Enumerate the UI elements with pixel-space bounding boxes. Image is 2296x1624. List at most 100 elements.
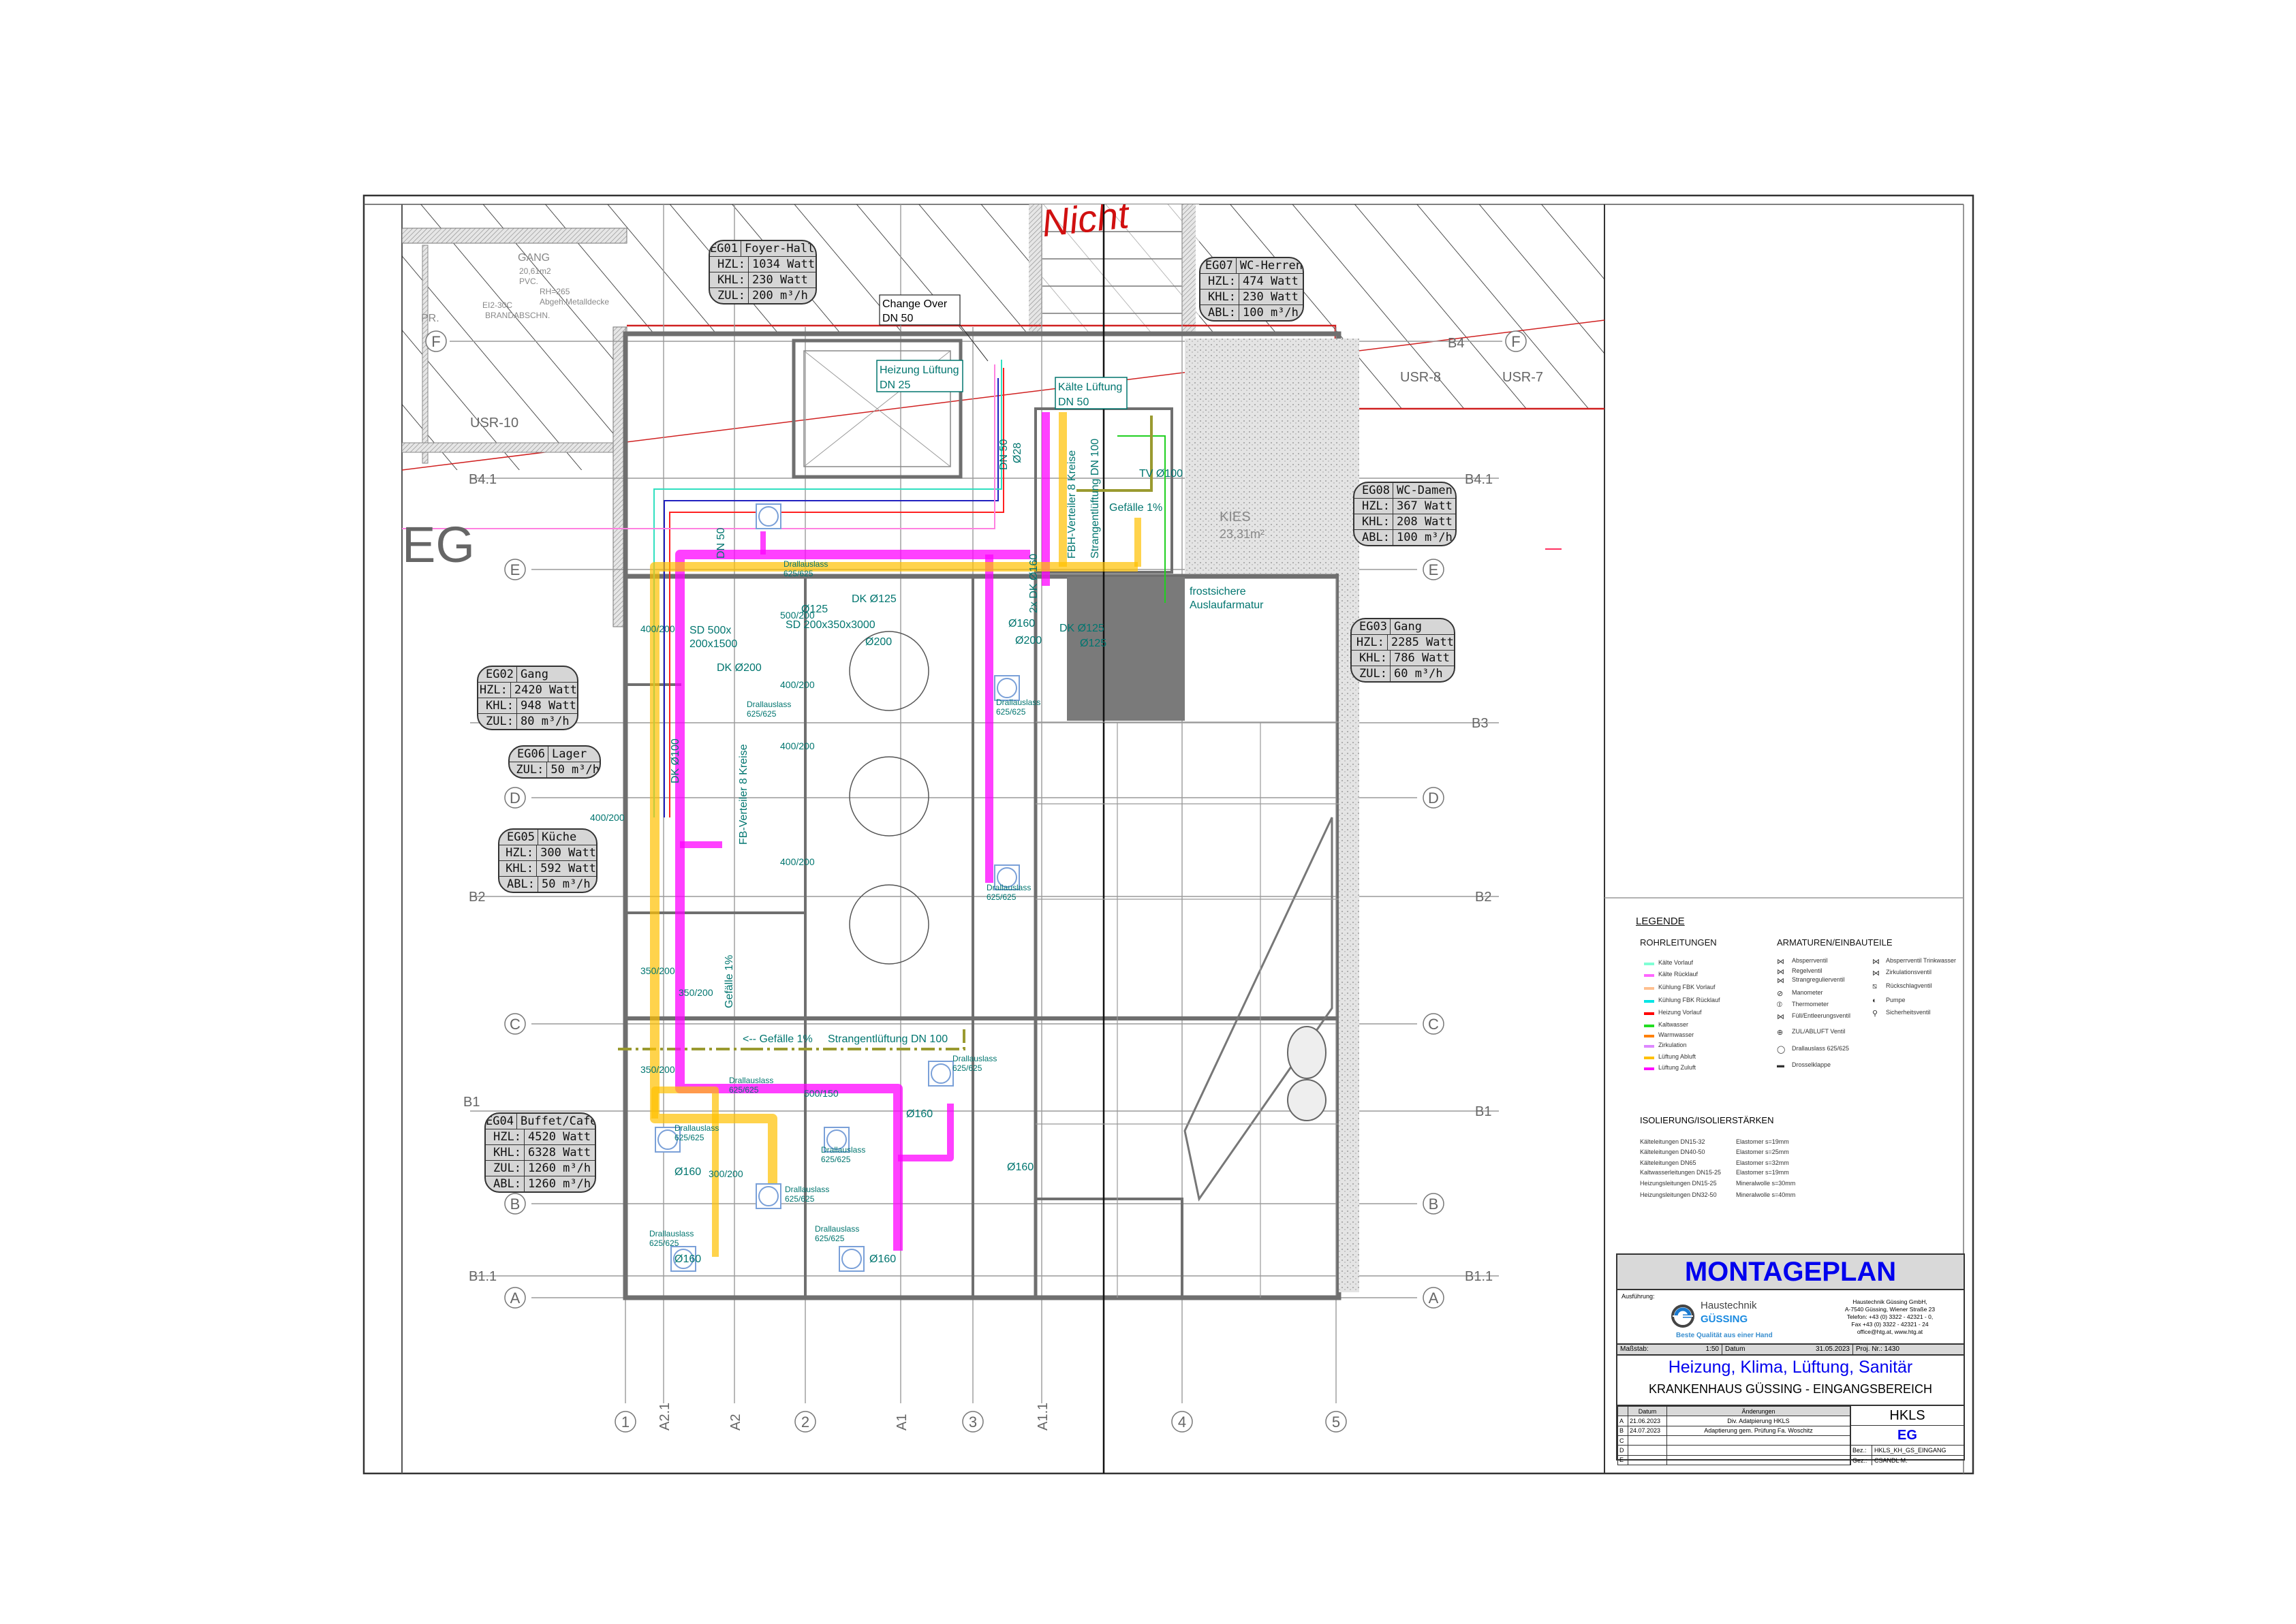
duct-dimension: 400/200 [780, 679, 815, 690]
pipe-color-swatch [1644, 1067, 1654, 1070]
insulation-material: Elastomer s=32mm [1736, 1159, 1789, 1166]
row-key: KHL: [710, 272, 749, 287]
axis-label-5: 5 [1332, 1414, 1340, 1431]
date-label: Datum [1725, 1345, 1746, 1353]
distributor-label: FB-Verteiler 8 Kreise [738, 744, 749, 845]
fitting-legend-label: Rückschlagventil [1886, 982, 1932, 989]
diffuser-size: 625/625 [996, 707, 1026, 717]
fitting-symbol-icon: ⋈ [1872, 958, 1880, 966]
execution-label: Ausführung: [1622, 1293, 1655, 1300]
axis-label-c: C [510, 1016, 521, 1033]
row-value: 367 Watt [1397, 499, 1453, 513]
diffuser-size: 625/625 [649, 1238, 679, 1248]
pipe-color-swatch [1644, 1000, 1654, 1003]
callout-cooling-ventilation: Kälte Lüftung [1058, 381, 1122, 393]
row-value: 474 Watt [1243, 275, 1299, 288]
scale-label: Maßstab: [1620, 1345, 1649, 1353]
axis-label-f: F [431, 333, 440, 350]
duct-label: Ø160 [1007, 1161, 1034, 1173]
callout-change-over: Change Over [882, 298, 948, 310]
row-value: 100 m³/h [1397, 531, 1453, 544]
drawing-frame [362, 194, 1974, 1475]
rev-text [1666, 1454, 1850, 1466]
drawing-type-title: MONTAGEPLAN [1617, 1255, 1964, 1290]
pipe-color-swatch [1644, 1045, 1654, 1048]
duct-label: Ø160 [869, 1253, 896, 1265]
room-id: EG07 [1200, 258, 1237, 273]
diffuser-label: Drallauslass [729, 1076, 773, 1085]
usr-label: USR-10 [470, 416, 518, 431]
frost-tap-label-2: Auslaufarmatur [1190, 599, 1264, 611]
gravel-area [1185, 339, 1339, 574]
pipe-color-swatch [1644, 963, 1654, 965]
pipe-color-swatch [1644, 974, 1654, 977]
slope-label: Gefälle 1% [1109, 502, 1162, 514]
ducts [650, 412, 1141, 1257]
logo-line2: GÜSSING [1701, 1313, 1748, 1325]
row-key: KHL: [1200, 290, 1239, 304]
floor-label: EG [402, 516, 475, 573]
diffuser-size: 625/625 [747, 709, 777, 719]
pipe-legend-label: Kühlung FBK Rücklauf [1658, 997, 1720, 1003]
duct-label: 2x DK Ø160 [1028, 554, 1040, 613]
diffuser-label: Drallauslass [674, 1123, 719, 1133]
row-key: ZUL: [486, 1161, 525, 1176]
duct-dimension: 300/200 [709, 1168, 743, 1179]
row-key: KHL: [499, 861, 538, 876]
fitting-legend-label: Thermometer [1792, 1001, 1829, 1008]
scale-value: 1:50 [1705, 1345, 1719, 1353]
row-value: 208 Watt [1397, 515, 1453, 529]
row-value: 948 Watt [521, 699, 576, 713]
fitting-symbol-icon: ⦶ [1777, 1001, 1782, 1009]
pipe-legend-label: Kälte Rücklauf [1658, 971, 1698, 978]
sub-axis-a2: A2 [728, 1414, 743, 1431]
valve-label: TV Ø100 [1139, 468, 1183, 480]
duct-dimension: 400/200 [640, 623, 675, 634]
bez-value: HKLS_KH_GS_EINGANG [1874, 1447, 1946, 1454]
pipe-legend-label: Warmwasser [1658, 1031, 1694, 1038]
row-key: ZUL: [510, 762, 548, 777]
pipe-color-swatch [1644, 987, 1654, 990]
row-value: 50 m³/h [542, 877, 591, 891]
pipe-label: Ø28 [1012, 443, 1023, 463]
row-value: 100 m³/h [1243, 306, 1299, 319]
pipes-title: ROHRLEITUNGEN [1640, 937, 1717, 948]
fitting-legend-label: Regelventil [1792, 967, 1822, 974]
insulation-pipe-type: Kälteleitungen DN15-32 [1640, 1138, 1705, 1145]
duct-label: DK Ø200 [717, 662, 762, 674]
insulation-material: Elastomer s=25mm [1736, 1149, 1789, 1155]
duct-label: Ø160 [674, 1166, 701, 1178]
row-label-b4-1: B4.1 [469, 472, 497, 487]
row-key: ABL: [1354, 530, 1393, 545]
pipe-legend-label: Kaltwasser [1658, 1021, 1689, 1028]
kies-label: KIES [1220, 510, 1251, 525]
rev-date-header: Datum [1628, 1405, 1667, 1417]
insulation-title: ISOLIERUNG/ISOLIERSTÄRKEN [1640, 1115, 1774, 1125]
insulation-pipe-type: Heizungsleitungen DN32-50 [1640, 1191, 1717, 1198]
fitting-legend-label: Sicherheitsventil [1886, 1009, 1931, 1016]
row-key: ABL: [1200, 305, 1239, 320]
fitting-legend-label: Manometer [1792, 989, 1823, 996]
rev-text: Div. Adatpierung HKLS [1666, 1416, 1850, 1426]
slope-label: Gefälle 1% [724, 955, 735, 1008]
logo-slogan: Beste Qualität aus einer Hand [1676, 1332, 1773, 1339]
row-key: HZL: [486, 1129, 525, 1144]
rev-changes-header: Änderungen [1666, 1405, 1850, 1417]
callout-heating-ventilation: Heizung Lüftung [880, 364, 959, 376]
duct-label: SD 200x350x3000 [786, 619, 875, 631]
frost-tap-label: frostsichere [1190, 586, 1246, 597]
fitting-symbol-icon: ⋈ [1872, 969, 1880, 978]
existing-building-hatch [402, 204, 1604, 334]
row-label-b1-right: B1 [1475, 1104, 1491, 1119]
row-key: HZL: [1352, 635, 1388, 650]
floor-code: EG [1851, 1426, 1964, 1446]
fitting-legend-label: Strangregulierventil [1792, 976, 1845, 983]
company-logo-icon [1671, 1305, 1694, 1328]
row-value: 230 Watt [1243, 290, 1299, 304]
insulation-pipe-type: Kaltwasserleitungen DN15-25 [1640, 1169, 1722, 1176]
room-id: EG02 [478, 667, 517, 682]
row-label-b1-1: B1.1 [469, 1269, 497, 1284]
